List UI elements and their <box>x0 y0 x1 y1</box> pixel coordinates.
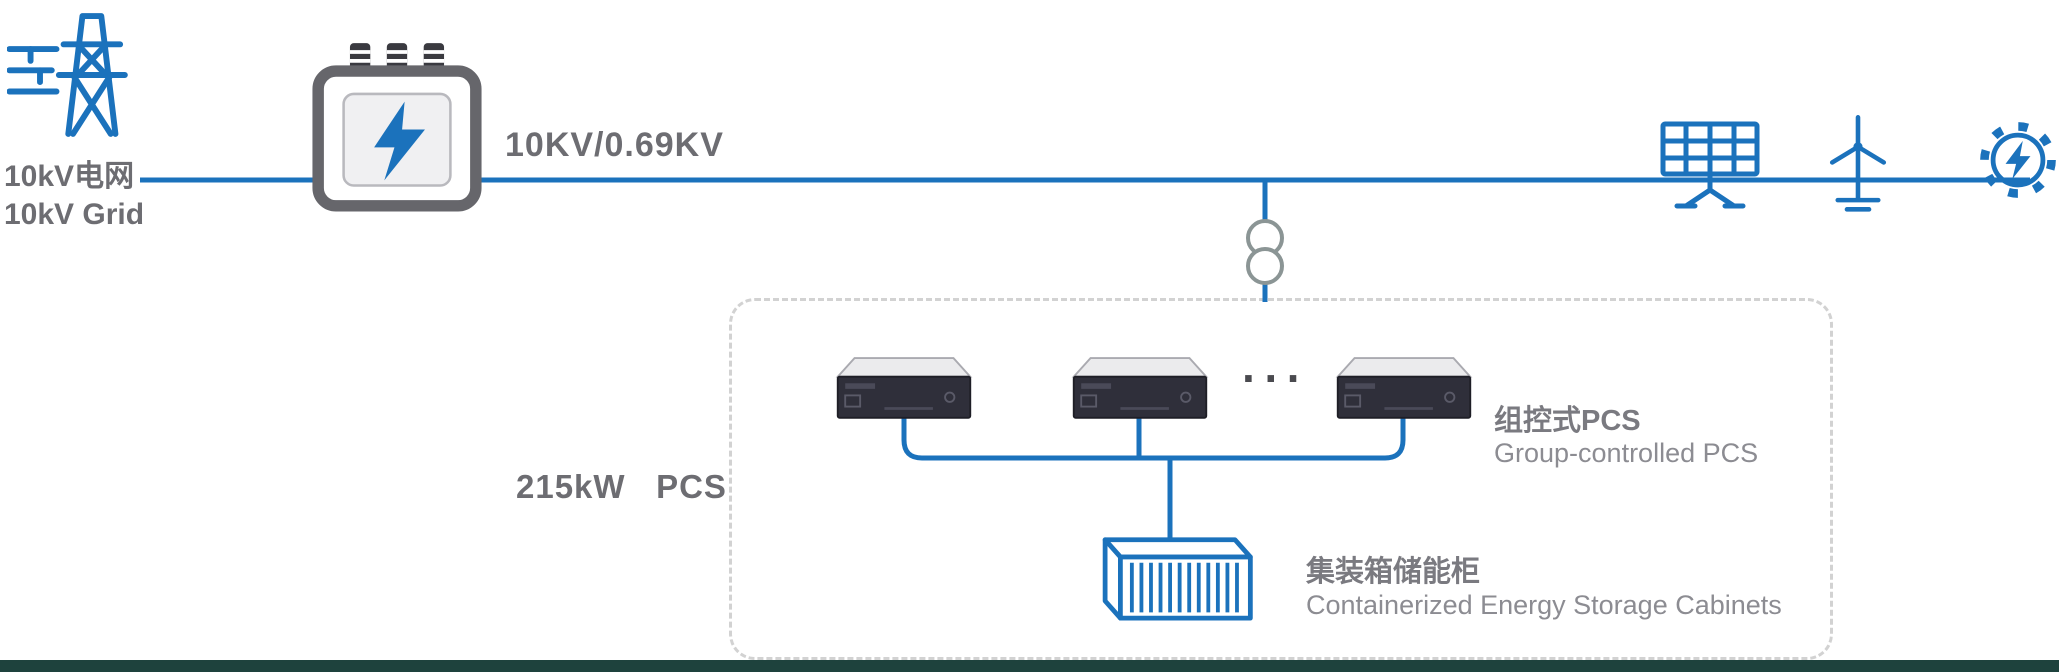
solar-panel-icon <box>1655 118 1765 210</box>
pcs-group-dashed-box <box>729 298 1833 660</box>
pcs-unit <box>1070 352 1210 422</box>
grid-label-cn: 10kV电网 <box>4 160 135 193</box>
grid-tower-icon <box>7 8 139 142</box>
pcs-unit <box>834 352 974 422</box>
lightning-bolt-icon <box>2005 140 2031 180</box>
storage-label-en: Containerized Energy Storage Cabinets <box>1306 590 1782 620</box>
group-pcs-label-en: Group-controlled PCS <box>1494 438 1759 468</box>
transformer-terminals <box>349 43 445 72</box>
storage-label-cn: 集装箱储能柜 <box>1306 556 1481 588</box>
grid-label-en: 10kV Grid <box>4 198 145 231</box>
transformer-ratio-label: 10KV/0.69KV <box>505 126 724 164</box>
isolation-transformer-icon <box>1246 219 1284 285</box>
lightning-bolt-icon <box>374 101 425 181</box>
storage-container-icon <box>1086 530 1258 626</box>
generator-gear-icon <box>1972 114 2059 206</box>
pcs-unit <box>1334 352 1474 422</box>
wind-turbine-icon <box>1812 110 1904 213</box>
gear-teeth <box>1980 122 2056 198</box>
transformer-icon <box>308 38 486 216</box>
group-pcs-label-cn: 组控式PCS <box>1494 405 1641 437</box>
footer-strip <box>0 660 2059 672</box>
pcs-power-label: 215kW PCS <box>516 468 727 505</box>
pcs-ellipsis: ··· <box>1242 352 1309 404</box>
